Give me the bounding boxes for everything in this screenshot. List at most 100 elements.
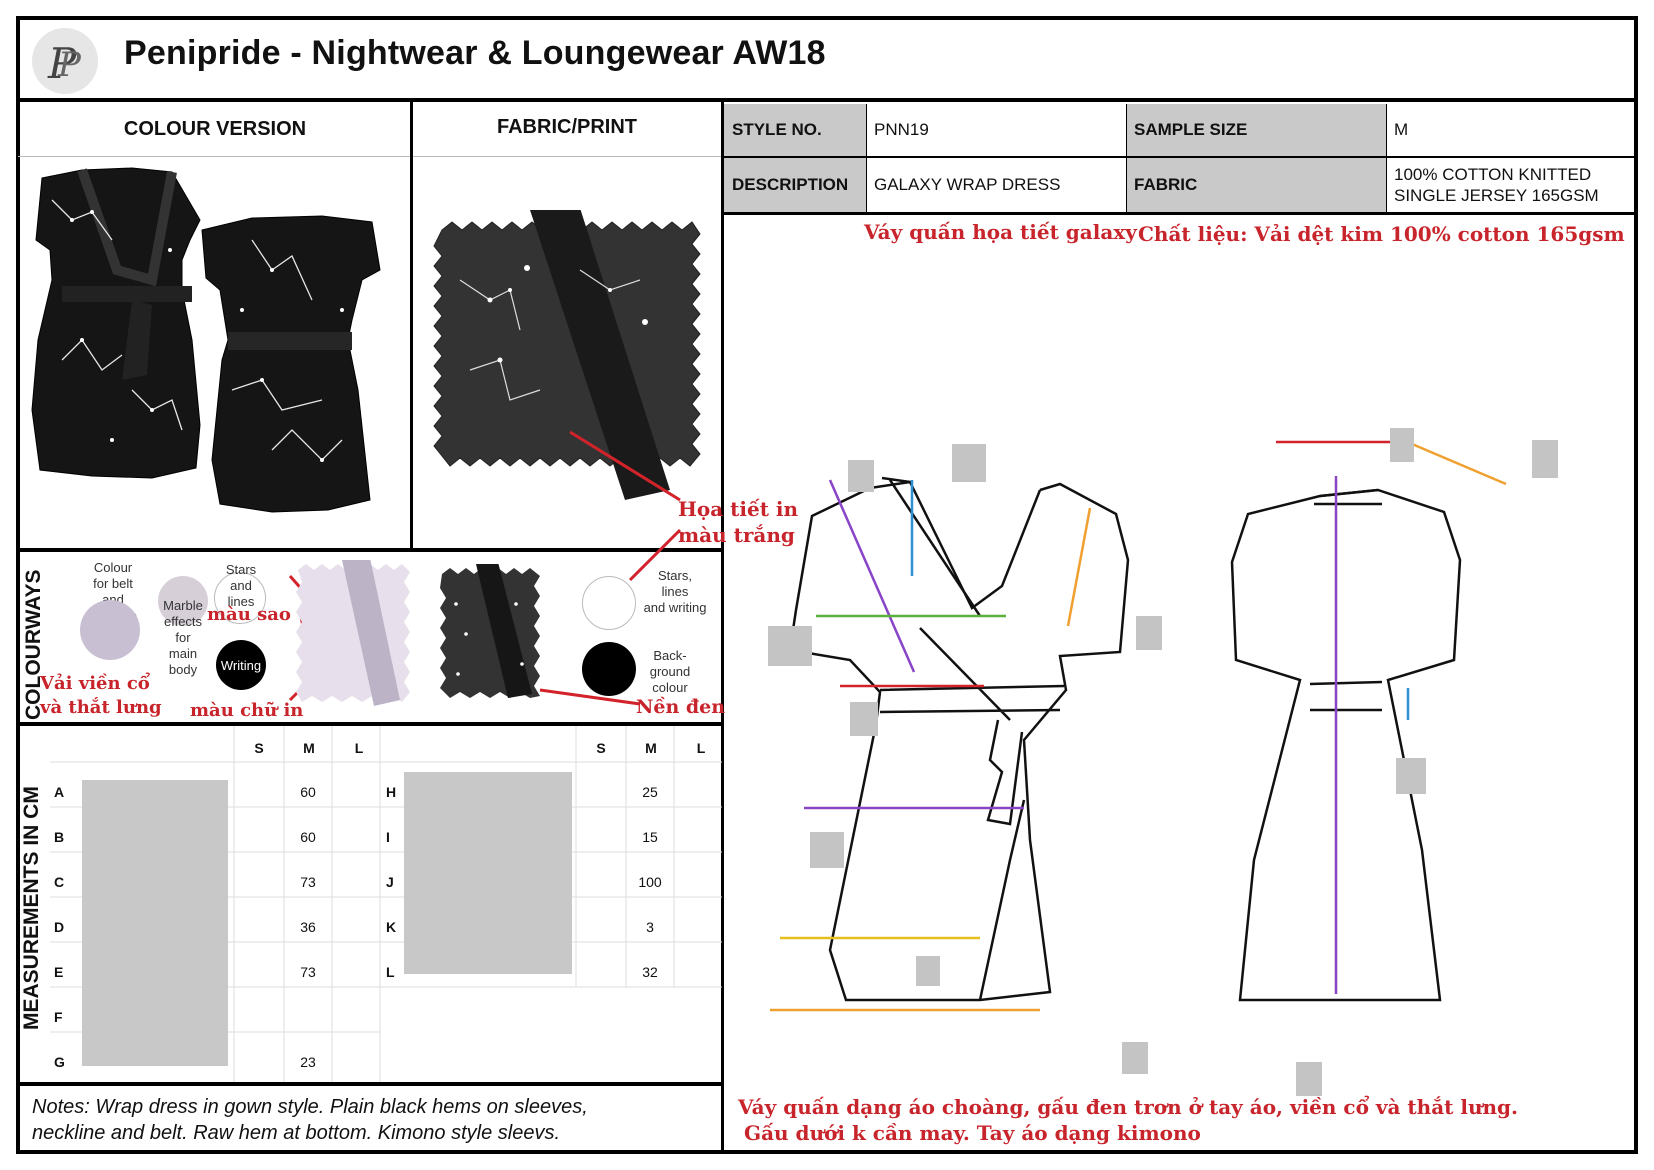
style-no-value: PNN19 bbox=[874, 120, 929, 139]
measure-code: H bbox=[386, 784, 397, 800]
print-white-note: Họa tiết in màu trắng bbox=[678, 496, 798, 548]
technical-drawings bbox=[770, 440, 1507, 1012]
size-header-right: L bbox=[696, 740, 706, 756]
measure-code: L bbox=[386, 964, 395, 980]
dark-swatch bbox=[440, 564, 540, 698]
redacted-measure-names-right bbox=[404, 772, 572, 974]
fabric-print-heading: FABRIC/PRINT bbox=[497, 116, 637, 138]
measure-code: E bbox=[54, 964, 64, 980]
measure-value-m: 15 bbox=[642, 829, 658, 845]
measure-label-box bbox=[810, 832, 844, 868]
black-swatch bbox=[582, 642, 636, 696]
measure-code: A bbox=[54, 784, 65, 800]
divider bbox=[16, 98, 1638, 102]
size-header-right: S bbox=[596, 740, 606, 756]
notes-line-2: neckline and belt. Raw hem at bottom. Ki… bbox=[32, 1122, 561, 1144]
measure-label-box bbox=[916, 956, 940, 986]
measure-label-box bbox=[1296, 1062, 1322, 1096]
measure-value-m: 73 bbox=[300, 964, 316, 980]
size-header-left: L bbox=[354, 740, 364, 756]
stars2-label-2: lines bbox=[661, 584, 689, 599]
divider bbox=[413, 156, 721, 157]
fabric-line-1: 100% COTTON KNITTED bbox=[1394, 165, 1592, 184]
measure-label-box bbox=[768, 626, 812, 666]
measure-code: C bbox=[54, 874, 65, 890]
size-header-right: M bbox=[645, 740, 657, 756]
redacted-measure-names-left bbox=[82, 780, 228, 1066]
belt-colour-swatch bbox=[80, 600, 140, 660]
measure-label-box bbox=[1396, 758, 1426, 794]
measurements-grid bbox=[50, 726, 722, 1082]
measure-label-box bbox=[1136, 616, 1162, 650]
stars-label: Stars and lines bbox=[216, 562, 266, 610]
marble-label-2: effects bbox=[163, 614, 203, 629]
stars-label-3: lines bbox=[227, 594, 255, 609]
sample-size-label: SAMPLE SIZE bbox=[1126, 104, 1386, 156]
marble-swatch bbox=[158, 576, 208, 626]
stars2-label-3: and writing bbox=[643, 600, 707, 615]
measure-code: I bbox=[386, 829, 390, 845]
description-label: DESCRIPTION bbox=[724, 158, 866, 212]
measure-value-m: 60 bbox=[300, 829, 316, 845]
trim-note: Vải viền cổ và thắt lưng bbox=[40, 672, 162, 720]
divider bbox=[16, 722, 724, 726]
measure-label-box bbox=[1390, 428, 1414, 462]
divider bbox=[410, 100, 413, 550]
measure-value-m: 3 bbox=[646, 919, 654, 935]
measure-value-m: 36 bbox=[300, 919, 316, 935]
fabric-swatch bbox=[433, 210, 701, 500]
marble-label-4: main bbox=[168, 646, 198, 661]
measure-value-m: 73 bbox=[300, 874, 316, 890]
stars-writing-label: Stars, lines and writing bbox=[640, 568, 710, 616]
measure-value-m: 100 bbox=[638, 874, 662, 890]
print-white-line-2: màu trắng bbox=[678, 523, 795, 547]
divider bbox=[722, 212, 1638, 215]
stars2-label-1: Stars, bbox=[658, 568, 692, 583]
white-swatch bbox=[582, 576, 636, 630]
brand-logo: P P bbox=[32, 28, 98, 94]
stars-label-2: and bbox=[230, 578, 252, 593]
measure-value-m: 32 bbox=[642, 964, 658, 980]
measure-label-box bbox=[848, 460, 874, 492]
divider bbox=[1386, 104, 1387, 212]
measurements-heading: MEASUREMENTS IN CM bbox=[20, 786, 43, 1030]
measure-label-box bbox=[850, 702, 878, 736]
colour-version-heading: COLOUR VERSION bbox=[123, 118, 307, 140]
divider bbox=[16, 548, 724, 552]
fabric-line-2: SINGLE JERSEY 165GSM bbox=[1394, 186, 1599, 205]
measure-code: B bbox=[54, 829, 65, 845]
background-label-1: Back- bbox=[653, 648, 687, 663]
marble-label-5: body bbox=[168, 662, 198, 677]
size-header-left: M bbox=[303, 740, 315, 756]
divider bbox=[866, 104, 867, 212]
svg-text:P: P bbox=[47, 39, 77, 88]
measure-value-m: 25 bbox=[642, 784, 658, 800]
background-label: Back- ground colour bbox=[640, 648, 700, 696]
stars-swatch bbox=[214, 572, 266, 624]
measure-value-m: 60 bbox=[300, 784, 316, 800]
divider bbox=[1126, 104, 1127, 212]
notes-vn-line-1: Váy quấn dạng áo choàng, gấu đen trơn ở … bbox=[738, 1095, 1518, 1119]
notes-translation: Váy quấn dạng áo choàng, gấu đen trơn ở … bbox=[738, 1094, 1518, 1146]
trim-note-1: Vải viền cổ bbox=[40, 673, 150, 694]
fabric-value: 100% COTTON KNITTED SINGLE JERSEY 165GSM bbox=[1386, 158, 1636, 212]
measure-value-m: 23 bbox=[300, 1054, 316, 1070]
notes: Notes: Wrap dress in gown style. Plain b… bbox=[32, 1094, 588, 1146]
stars-label-1: Stars bbox=[225, 562, 257, 577]
divider bbox=[721, 100, 724, 1150]
measure-code: J bbox=[386, 874, 394, 890]
marble-label-3: for bbox=[175, 630, 191, 645]
page-title: Penipride - Nightwear & Loungewear AW18 bbox=[124, 34, 826, 72]
colour-version-illustration bbox=[31, 167, 381, 513]
sample-size-value: M bbox=[1394, 120, 1409, 139]
divider bbox=[18, 156, 410, 157]
marble-label-1: Marble bbox=[163, 598, 203, 613]
background-label-3: colour bbox=[652, 680, 688, 695]
notes-vn-line-2: Gấu dưới k cần may. Tay áo dạng kimono bbox=[744, 1121, 1201, 1145]
description-translation: Váy quấn họa tiết galaxy bbox=[864, 220, 1137, 244]
notes-line-1: Notes: Wrap dress in gown style. Plain b… bbox=[32, 1096, 588, 1118]
measure-code: K bbox=[386, 919, 397, 935]
measure-code: F bbox=[54, 1009, 63, 1025]
measure-label-box bbox=[952, 444, 986, 482]
belt-label-1: Colour bbox=[93, 560, 133, 575]
